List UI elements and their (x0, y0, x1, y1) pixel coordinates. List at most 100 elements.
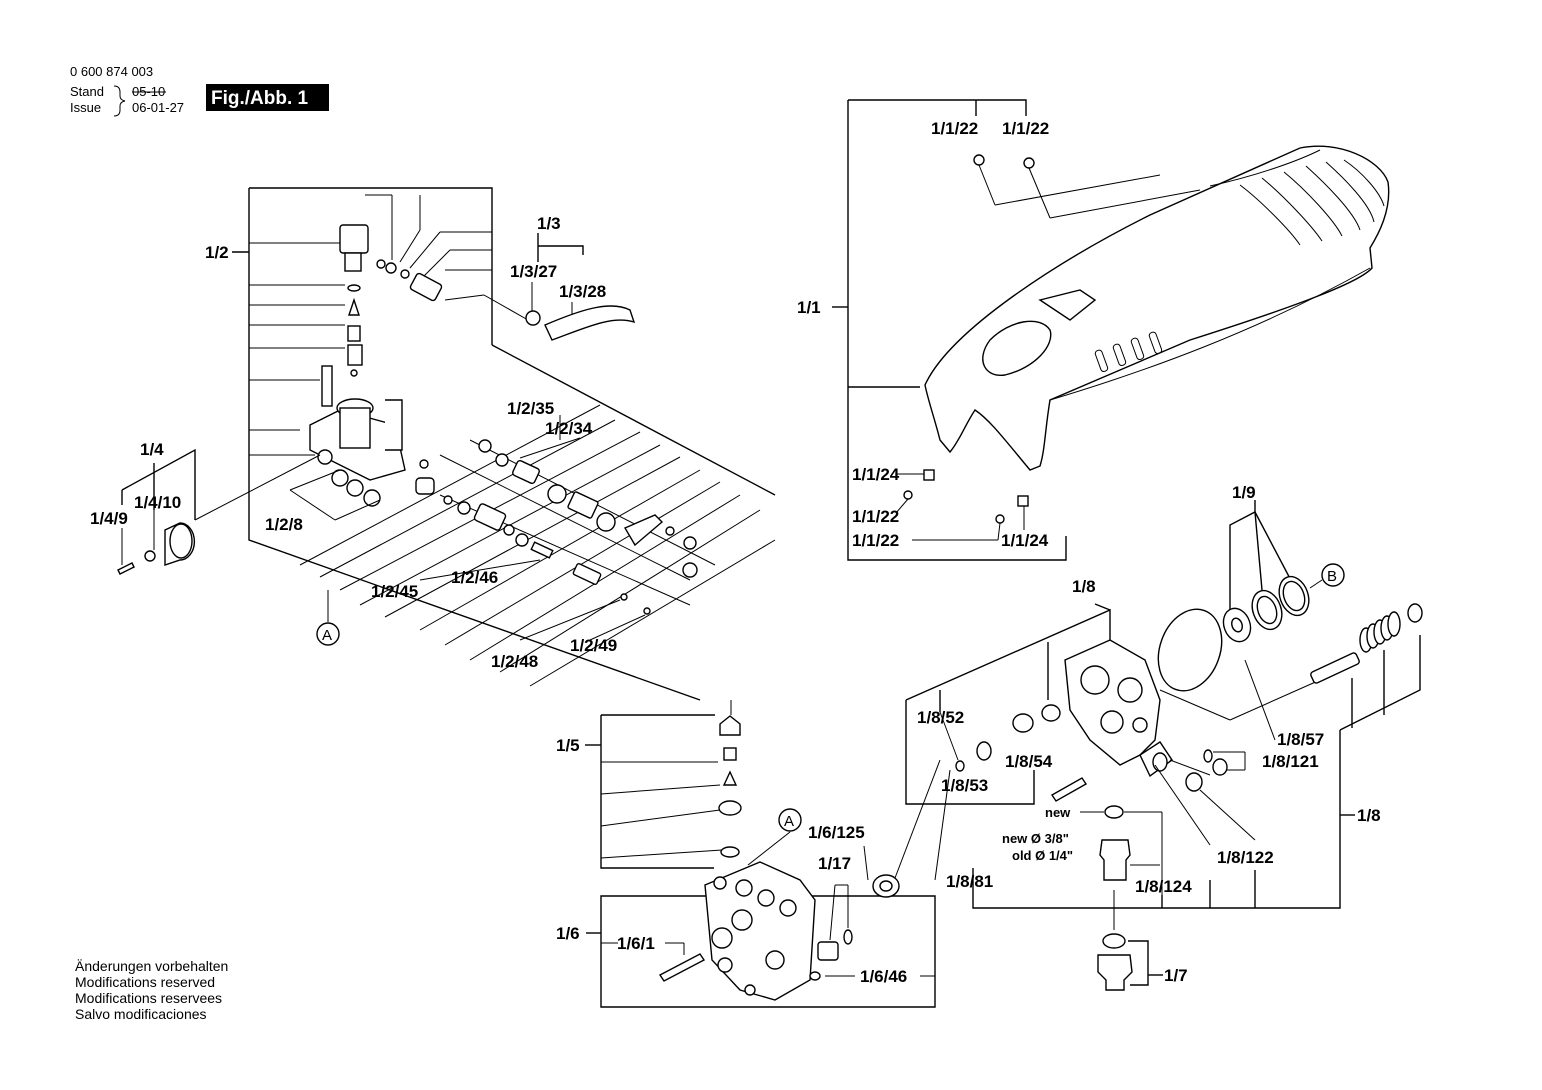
group-hose: 1/3 1/3/27 1/3/28 (510, 214, 636, 341)
label-1-8-81: 1/8/81 (946, 872, 993, 891)
outlet-oring-icon (1102, 933, 1126, 949)
label-1-2: 1/2 (205, 243, 229, 262)
housing-oring-small-icon (1104, 805, 1124, 819)
label-1-8-122: 1/8/122 (1217, 848, 1274, 867)
housing-connector-icon (1099, 839, 1131, 881)
outlet-nipple-icon (1097, 954, 1133, 991)
housing-spring-icon (1359, 611, 1401, 653)
label-1-6: 1/6 (556, 924, 580, 943)
label-1-3-27: 1/3/27 (510, 262, 557, 281)
housing-retainer-icon (1407, 603, 1423, 623)
hood-vent-ribs (1239, 159, 1385, 246)
label-1-1-24-a: 1/1/24 (852, 465, 900, 484)
label-1-8-52: 1/8/52 (917, 708, 964, 727)
label-1-8-top: 1/8 (1072, 577, 1096, 596)
housing-piston-icon (1310, 652, 1360, 684)
hood-screw-icon (973, 154, 1201, 219)
label-1-6-46: 1/6/46 (860, 967, 907, 986)
footer-line-es: Salvo modificaciones (75, 1006, 207, 1022)
wheel-bracket (121, 448, 196, 520)
valve-kit-spring-icon (723, 747, 737, 761)
pump-head-frame (600, 895, 936, 1008)
valve-body-icon (289, 398, 429, 521)
label-1-8-53: 1/8/53 (941, 776, 988, 795)
figure-label: Fig./Abb. 1 (211, 88, 309, 109)
label-1-6-125: 1/6/125 (808, 823, 865, 842)
hood-clip-icon (903, 469, 1029, 524)
label-1-9: 1/9 (1232, 483, 1256, 502)
footer-block: Änderungen vorbehalten Modifications res… (75, 958, 228, 1022)
label-1-2-45: 1/2/45 (371, 582, 418, 601)
hood-frame (847, 100, 1067, 561)
label-1-1-22-a: 1/1/22 (931, 119, 978, 138)
label-1-3: 1/3 (537, 214, 561, 233)
label-1-8-124: 1/8/124 (1135, 877, 1192, 896)
pump-head-plug-icon (817, 941, 839, 961)
label-1-1-22-d: 1/1/22 (852, 531, 899, 550)
reference-a2-circle (778, 808, 802, 832)
group-pump-head: A 1/6 1/6/1 1/6/125 1/17 1/6/46 (556, 759, 941, 1008)
housing-screw-icon (1051, 777, 1087, 802)
label-1-4-9: 1/4/9 (90, 509, 128, 528)
label-1-4-10: 1/4/10 (134, 493, 181, 512)
label-1-2-46: 1/2/46 (451, 568, 498, 587)
housing-body-icon (1064, 639, 1161, 766)
label-1-6-1: 1/6/1 (617, 934, 655, 953)
housing-seal-icon (1041, 704, 1061, 722)
label-1-1-22-b: 1/1/22 (1002, 119, 1049, 138)
label-1-8-57: 1/8/57 (1277, 730, 1324, 749)
valve-small-parts-icon (321, 284, 363, 407)
label-new-diameter: new Ø 3/8" (1002, 831, 1069, 846)
label-1-5: 1/5 (556, 736, 580, 755)
pump-head-bolt-icon (658, 953, 706, 982)
valve-kit-oring-icon (720, 846, 740, 858)
hose-tube-icon (544, 305, 636, 341)
reference-b-circle (1321, 563, 1345, 587)
outlet-bracket (1128, 940, 1149, 986)
footer-line-fr: Modifications reservees (75, 990, 222, 1006)
label-1-7: 1/7 (1164, 966, 1188, 985)
label-1-2-48: 1/2/48 (491, 652, 538, 671)
label-1-1: 1/1 (797, 298, 821, 317)
label-1-17: 1/17 (818, 854, 851, 873)
footer-line-de: Änderungen vorbehalten (75, 958, 228, 974)
issue-label: Issue (70, 100, 101, 115)
label-old-diameter: old Ø 1/4" (1012, 848, 1073, 863)
valve-kit-bracket (600, 714, 715, 869)
issue-value: 06-01-27 (132, 100, 184, 115)
valve-piston-row-1 (439, 439, 716, 581)
group-hood: 1/1 1/1/22 1/1/22 1/1/24 1/1/22 1/1/22 1… (797, 99, 1390, 561)
wheel-washer-icon (144, 550, 156, 562)
label-new: new (1045, 805, 1071, 820)
label-1-8-right: 1/8 (1357, 806, 1381, 825)
valve-frame-top (249, 187, 493, 345)
valve-piston-row-2 (415, 477, 691, 615)
header-block: 0 600 874 003 Stand Issue 05-10 06-01-27… (70, 64, 329, 117)
group-wheel: 1/4 1/4/10 1/4/9 (90, 440, 321, 575)
label-1-2-34: 1/2/34 (545, 419, 593, 438)
valve-kit-seat-icon (718, 800, 742, 816)
valve-fitting-icon (339, 224, 529, 321)
reference-a-label: A (322, 627, 332, 644)
valve-kit-cone-icon (722, 770, 738, 786)
label-1-3-28: 1/3/28 (559, 282, 606, 301)
wheel-screw-icon (117, 562, 135, 575)
label-1-1-22-c: 1/1/22 (852, 507, 899, 526)
reference-a-circle (316, 622, 340, 646)
valve-kit-cap-icon (719, 715, 741, 736)
header-brace (113, 85, 126, 117)
footer-line-en: Modifications reserved (75, 974, 215, 990)
housing-oring-large-icon (1157, 608, 1223, 692)
hose-bracket (537, 233, 584, 262)
figure-badge (206, 84, 329, 111)
hood-side-slots (1094, 331, 1163, 373)
stand-label: Stand (70, 84, 104, 99)
group-cylinder-housing: 1/8 1/8 1/8/52 1/8/53 1/8/54 1/8/57 1/8/… (905, 577, 1423, 909)
group-outlet: 1/7 (1097, 890, 1188, 991)
part-number: 0 600 874 003 (70, 64, 153, 79)
hood-grip-opening (982, 320, 1052, 376)
label-1-8-121: 1/8/121 (1262, 752, 1319, 771)
label-1-2-8: 1/2/8 (265, 515, 303, 534)
group-valve-kit: 1/5 (556, 700, 742, 869)
